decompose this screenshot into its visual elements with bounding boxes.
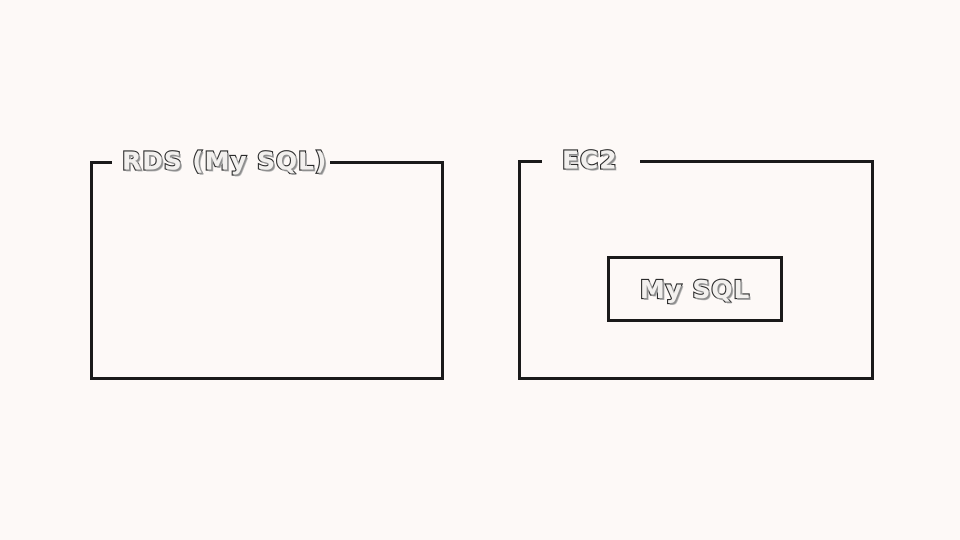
group-box-ec2-label: EC2 [561,145,618,175]
group-box-rds-bottom-edge [90,377,444,380]
group-box-rds-top-edge-run [330,161,444,164]
group-box-ec2-top-edge-run [640,160,874,163]
group-box-rds[interactable]: RDS (My SQL) [90,147,444,380]
group-box-ec2-right-edge [871,160,874,380]
node-mysql-label: My SQL [639,274,751,304]
group-box-ec2[interactable]: EC2 My SQL [518,146,874,380]
group-box-ec2-bottom-edge [518,377,874,380]
group-box-rds-top-edge-stub [90,161,112,164]
group-box-rds-left-edge [90,161,93,380]
node-mysql[interactable]: My SQL [607,256,783,322]
group-box-ec2-top-edge-stub [518,160,542,163]
group-box-ec2-left-edge [518,160,521,380]
group-box-rds-right-edge [441,161,444,380]
group-box-rds-label: RDS (My SQL) [121,146,328,176]
